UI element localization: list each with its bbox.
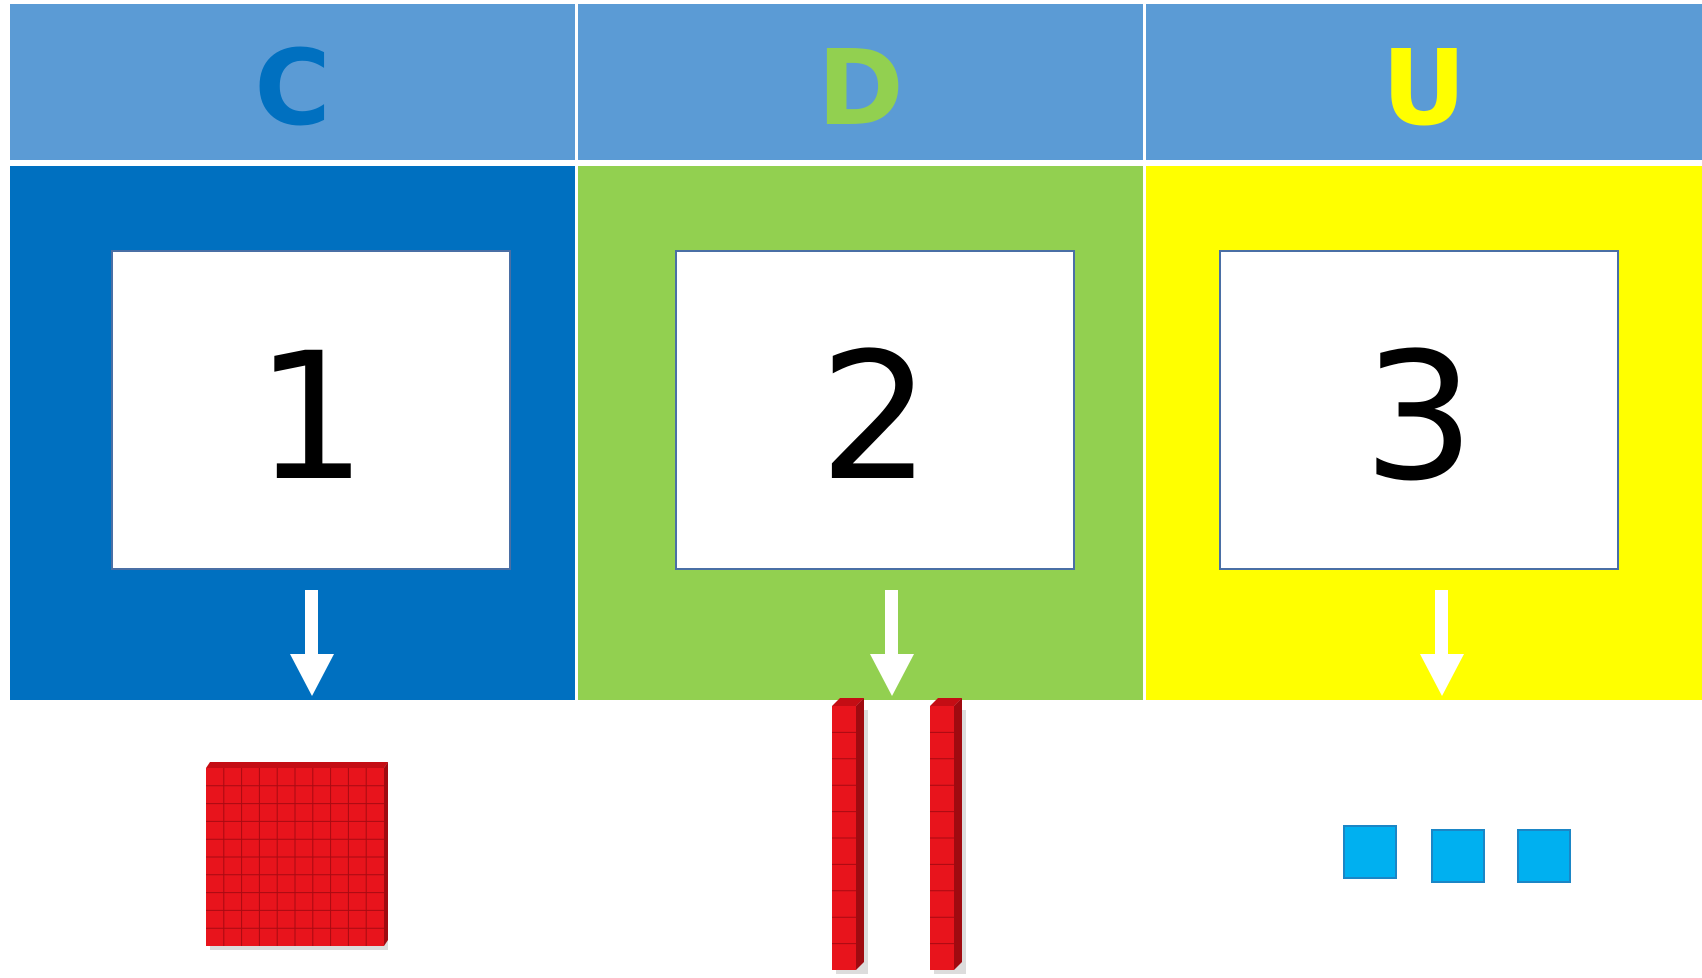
hundred-flat: [206, 762, 388, 950]
header-label-c: C: [254, 27, 331, 149]
header-label-d: D: [817, 27, 904, 149]
header-tens: D: [578, 4, 1143, 160]
digit-card-hundreds: 1: [111, 250, 511, 570]
unit-cube: [1431, 829, 1485, 883]
unit-cubes-group: [1343, 825, 1571, 883]
arrow-down-icon: [1420, 590, 1464, 696]
arrow-down-icon: [870, 590, 914, 696]
unit-cube: [1517, 829, 1571, 883]
ten-rod: [832, 698, 868, 974]
hundred-flat-block: [206, 762, 388, 950]
arrow-down-icon: [290, 590, 334, 696]
digit-hundreds: 1: [255, 315, 367, 520]
header-hundreds: C: [10, 4, 575, 160]
digit-tens: 2: [819, 315, 931, 520]
header-units: U: [1146, 4, 1702, 160]
header-label-u: U: [1381, 27, 1467, 149]
ten-rod: [930, 698, 966, 974]
digit-card-units: 3: [1219, 250, 1619, 570]
unit-cube: [1343, 825, 1397, 879]
digit-card-tens: 2: [675, 250, 1075, 570]
digit-units: 3: [1363, 315, 1475, 520]
ten-rods-group: [832, 698, 966, 974]
